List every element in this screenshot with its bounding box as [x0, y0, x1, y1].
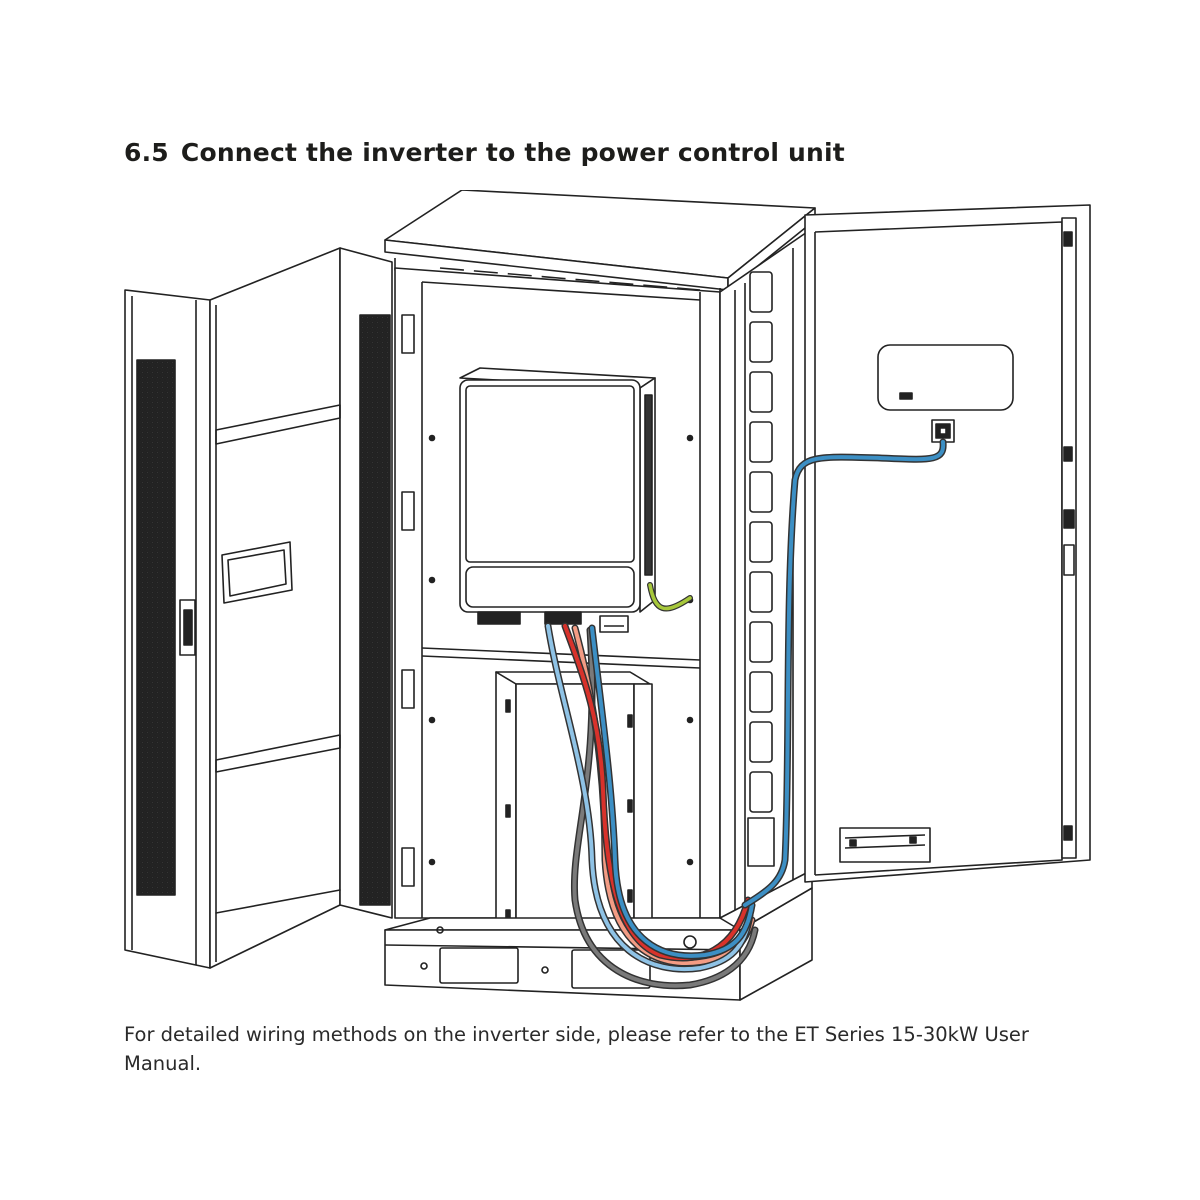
inverter [459, 367, 656, 633]
right-door [804, 204, 1091, 883]
left-door-vent-grille [136, 359, 176, 896]
left-door-handle-recess [221, 541, 293, 604]
caption-text: For detailed wiring methods on the inver… [124, 1023, 1029, 1075]
cabinet-top [384, 190, 816, 301]
cabinet-wiring-figure [124, 190, 1091, 1001]
right-door-label-window [877, 344, 1014, 411]
inverter-display-panel [465, 566, 635, 608]
section-number: 6.5 [124, 138, 169, 167]
left-door [124, 247, 393, 969]
cable-bundle [544, 438, 947, 990]
side-vent-grille [359, 314, 391, 906]
battery-connector-column [747, 271, 775, 867]
section-title: Connect the inverter to the power contro… [180, 138, 845, 167]
section-heading: 6.5 Connect the inverter to the power con… [124, 138, 845, 167]
communication-port [931, 419, 955, 443]
